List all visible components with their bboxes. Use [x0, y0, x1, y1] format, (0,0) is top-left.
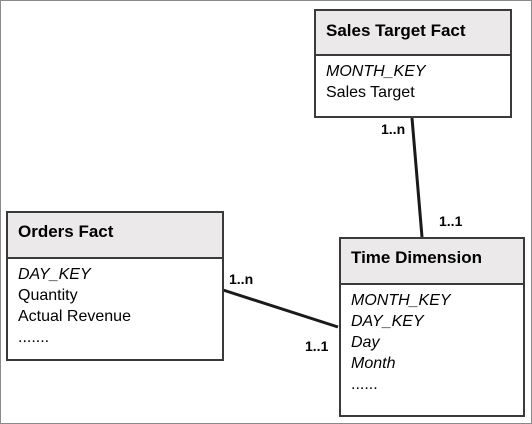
attribute-key: DAY_KEY	[18, 266, 91, 283]
entity-sales-target-fact[interactable]: Sales Target Fact MONTH_KEY Sales Target	[314, 9, 512, 118]
attribute: Actual Revenue	[18, 308, 131, 325]
cardinality-orders-side: 1..n	[229, 271, 254, 287]
entity-attributes: MONTH_KEY DAY_KEY Day Month ......	[341, 285, 523, 395]
entity-time-dimension[interactable]: Time Dimension MONTH_KEY DAY_KEY Day Mon…	[339, 237, 525, 417]
entity-title: Time Dimension	[341, 239, 523, 285]
entity-title: Sales Target Fact	[316, 11, 510, 56]
entity-attributes: DAY_KEY Quantity Actual Revenue .......	[8, 259, 222, 348]
attribute: Sales Target	[326, 84, 415, 101]
attribute-key: DAY_KEY	[351, 313, 424, 330]
cardinality-time-dimension-side: 1..1	[439, 213, 463, 229]
attribute: Quantity	[18, 287, 78, 304]
attribute-key: MONTH_KEY	[351, 292, 451, 309]
relationship-line-orders-time	[222, 288, 339, 329]
cardinality-time-dimension-side: 1..1	[305, 338, 329, 354]
attribute-key: MONTH_KEY	[326, 63, 426, 80]
entity-orders-fact[interactable]: Orders Fact DAY_KEY Quantity Actual Reve…	[6, 211, 224, 361]
attribute: .......	[18, 329, 50, 346]
relationship-line-sales-time	[410, 117, 424, 238]
attribute-key: Day	[351, 334, 380, 351]
entity-title: Orders Fact	[8, 213, 222, 259]
cardinality-sales-target-side: 1..n	[381, 121, 406, 137]
attribute-key: Month	[351, 355, 396, 372]
attribute: ......	[351, 376, 378, 393]
entity-attributes: MONTH_KEY Sales Target	[316, 56, 510, 103]
